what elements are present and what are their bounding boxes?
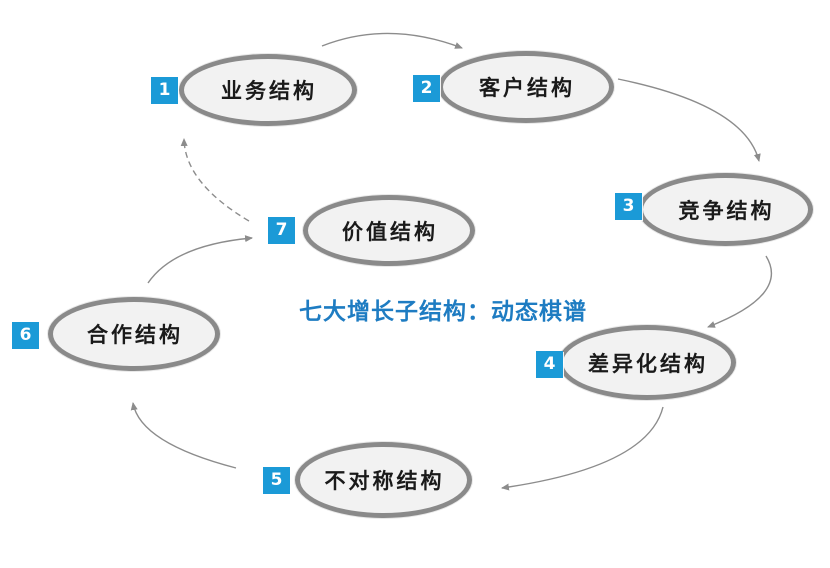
number-badge-7: 7 (268, 217, 295, 244)
node-value-structure: 价值结构 (303, 195, 475, 266)
arrow-1-to-2 (321, 32, 463, 49)
node-business-structure: 业务结构 (179, 54, 357, 126)
node-competition-structure: 竞争结构 (638, 173, 813, 246)
node-value-structure-label: 价值结构 (342, 219, 438, 244)
number-badge-6: 6 (12, 322, 39, 349)
number-badge-1: 1 (151, 77, 178, 104)
node-differentiation-structure: 差异化结构 (558, 325, 736, 400)
node-cooperation-structure-label: 合作结构 (87, 323, 183, 347)
arrow-2-to-3 (617, 78, 761, 162)
arrow-7-to-1-dashed (180, 138, 250, 222)
node-asymmetry-structure-label: 不对称结构 (324, 469, 445, 493)
arrow-3-to-4 (707, 255, 772, 328)
node-cooperation-structure: 合作结构 (48, 297, 220, 371)
arrow-5-to-6 (130, 402, 237, 469)
node-business-structure-label: 业务结构 (221, 79, 317, 103)
node-differentiation-structure-label: 差异化结构 (588, 351, 708, 376)
number-badge-2: 2 (413, 75, 440, 102)
arrow-4-to-5 (501, 406, 664, 491)
node-asymmetry-structure: 不对称结构 (295, 442, 472, 518)
node-competition-structure-label: 竞争结构 (678, 198, 775, 223)
number-badge-3: 3 (615, 193, 642, 220)
node-customer-structure-label: 客户结构 (479, 76, 575, 100)
diagram-title: 七大增长子结构：动态棋谱 (299, 299, 587, 325)
node-customer-structure: 客户结构 (438, 51, 614, 123)
arrow-6-to-7 (147, 235, 253, 284)
number-badge-5: 5 (263, 467, 290, 494)
number-badge-4: 4 (536, 351, 563, 378)
